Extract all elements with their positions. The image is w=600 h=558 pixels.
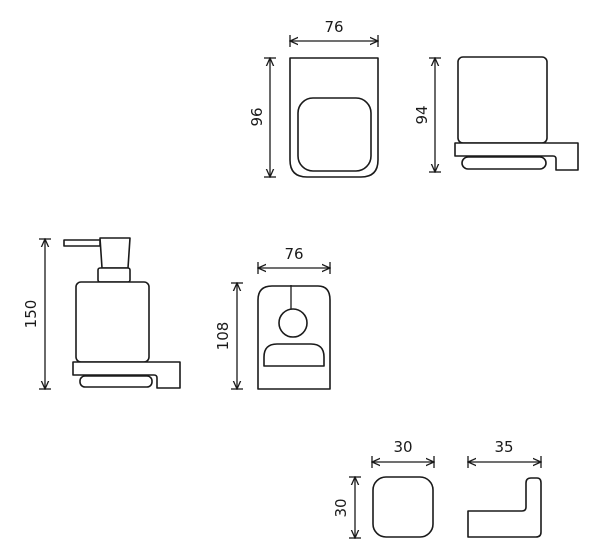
glass-holder-cup (297, 97, 372, 172)
glass-holder-base-side (461, 156, 547, 170)
soap-dispenser-side-view: 150 (22, 237, 181, 389)
glass-holder-cup-side (457, 56, 548, 144)
height-dimension-label: 30 (332, 498, 350, 517)
glass-holder-bracket-side (454, 142, 579, 171)
pump-nozzle (63, 239, 101, 247)
pump-collar (97, 267, 131, 283)
dispenser-bracket (72, 361, 181, 389)
pump-head (99, 237, 131, 269)
width-dimension-label: 76 (324, 18, 343, 36)
dispenser-base (79, 375, 153, 388)
glass-holder-front-view: 76 96 (248, 18, 378, 177)
width-dimension-label: 76 (284, 245, 303, 263)
round-hook-knob (278, 308, 308, 338)
small-hook-profile (467, 477, 542, 538)
height-dimension-label: 96 (248, 107, 266, 126)
width-dimension-label: 30 (393, 438, 412, 456)
small-hook-face (372, 476, 434, 538)
width-dimension-label: 35 (494, 438, 513, 456)
small-hook-side-view: 35 (467, 438, 542, 538)
round-hook-lower-panel (263, 343, 325, 367)
glass-holder-side-view: 94 (413, 56, 579, 172)
height-dimension-label: 150 (22, 300, 40, 329)
dispenser-bottle (75, 281, 150, 363)
height-dimension-label: 94 (413, 105, 431, 124)
round-hook-front-view: 76 108 (214, 245, 330, 389)
small-hook-front-view: 30 30 (332, 438, 434, 538)
height-dimension-label: 108 (214, 322, 232, 351)
